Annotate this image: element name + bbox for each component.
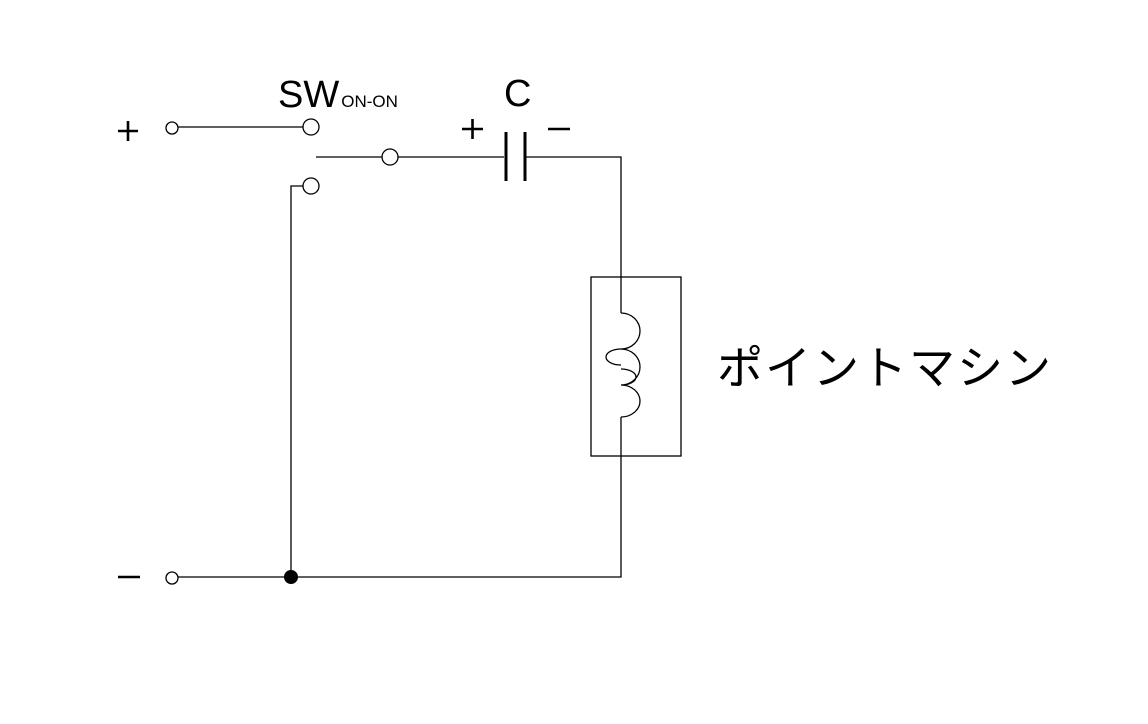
wire-switch-lower-to-junction <box>290 185 303 577</box>
capacitor-label: C <box>504 73 531 115</box>
junction-dot <box>284 570 298 584</box>
terminal-plus <box>165 121 179 135</box>
switch-contact-upper <box>302 118 320 136</box>
switch-contact-common <box>381 148 399 166</box>
coil-icon <box>605 312 641 418</box>
supply-plus-symbol <box>118 121 138 141</box>
point-machine-box <box>590 276 682 457</box>
wire-coil-to-bottom <box>291 417 622 578</box>
point-machine-label: ポイントマシン <box>717 341 1053 395</box>
wire-capacitor-to-coil <box>526 156 622 313</box>
terminal-minus <box>165 571 179 585</box>
switch-contact-lower <box>302 177 320 195</box>
